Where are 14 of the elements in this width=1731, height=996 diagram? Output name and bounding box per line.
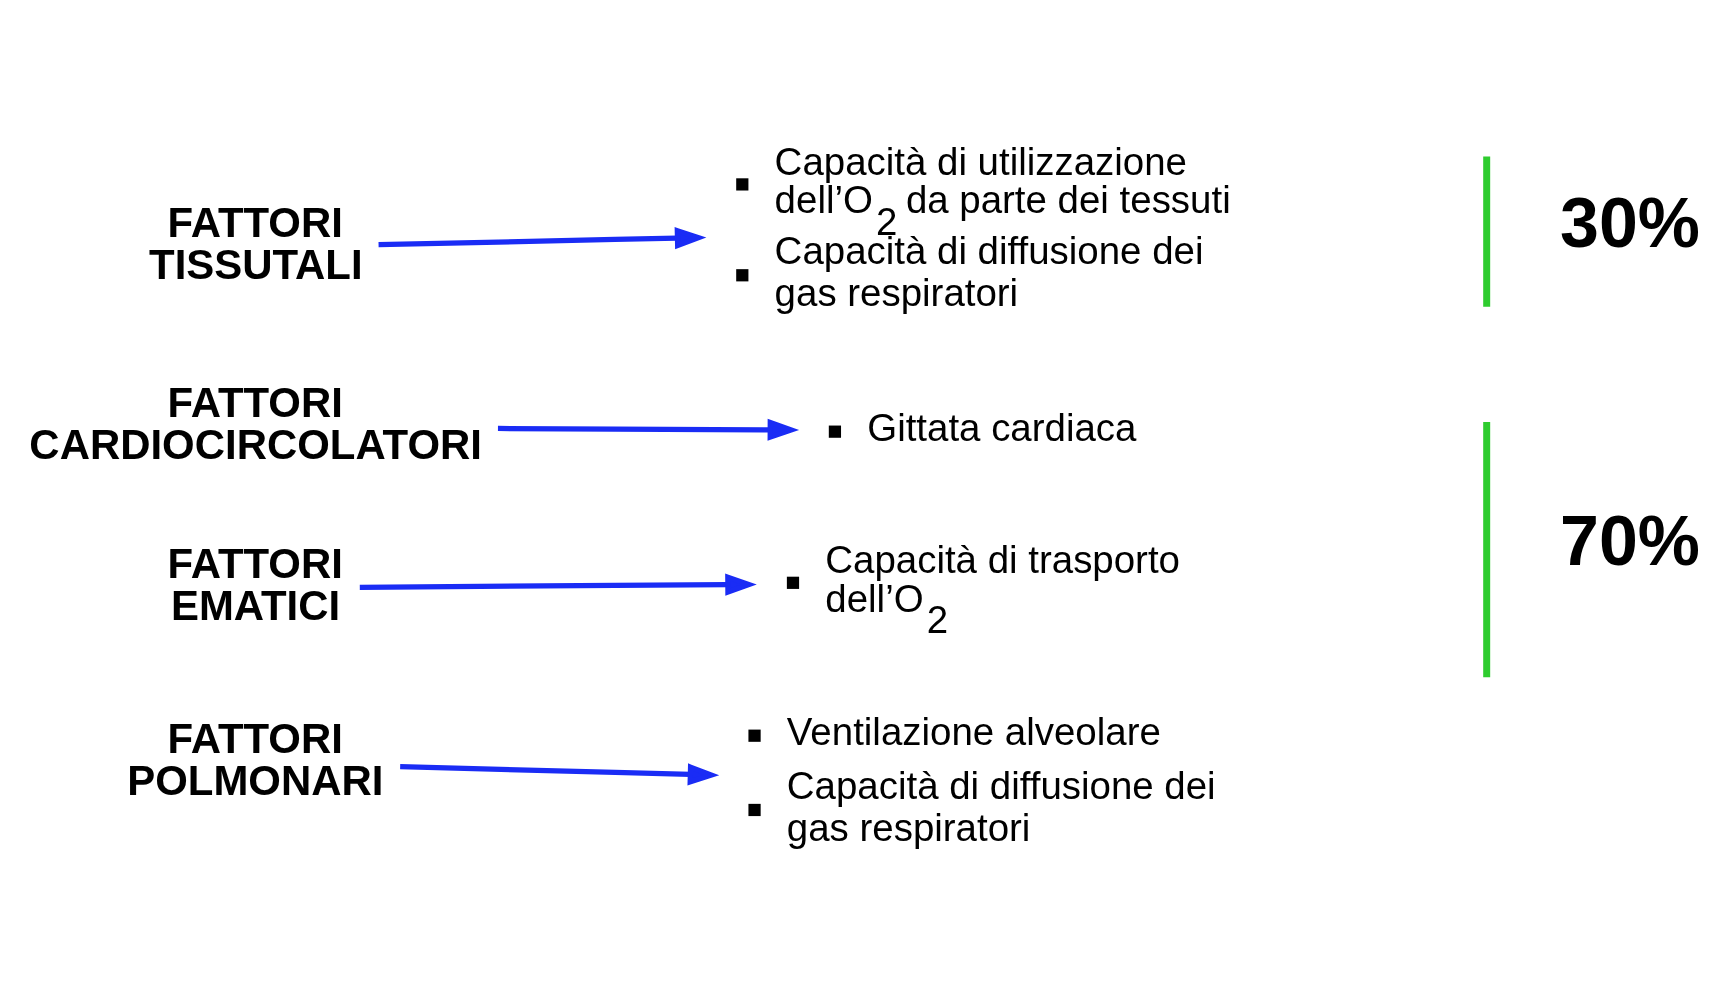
node-box xyxy=(828,425,842,438)
node-text: FATTORI EMATICI xyxy=(167,539,343,629)
node-text: FATTORI TISSUTALI xyxy=(149,198,363,288)
node-label: Gittata cardiaca xyxy=(867,405,1137,449)
arrow xyxy=(359,573,757,596)
node-text: FATTORI POLMONARI xyxy=(127,714,384,804)
label: 70% xyxy=(1560,501,1700,580)
arrow xyxy=(400,762,720,785)
arrow xyxy=(497,418,800,441)
arrow xyxy=(378,226,707,249)
node-text: Ventilazione alveolare Capacità di diffusione dei gas respiratori xyxy=(786,709,1216,849)
node-text: FATTORI CARDIOCIRCOLATORI xyxy=(29,378,482,468)
node-box xyxy=(786,576,800,589)
label: 30% xyxy=(1560,183,1700,262)
